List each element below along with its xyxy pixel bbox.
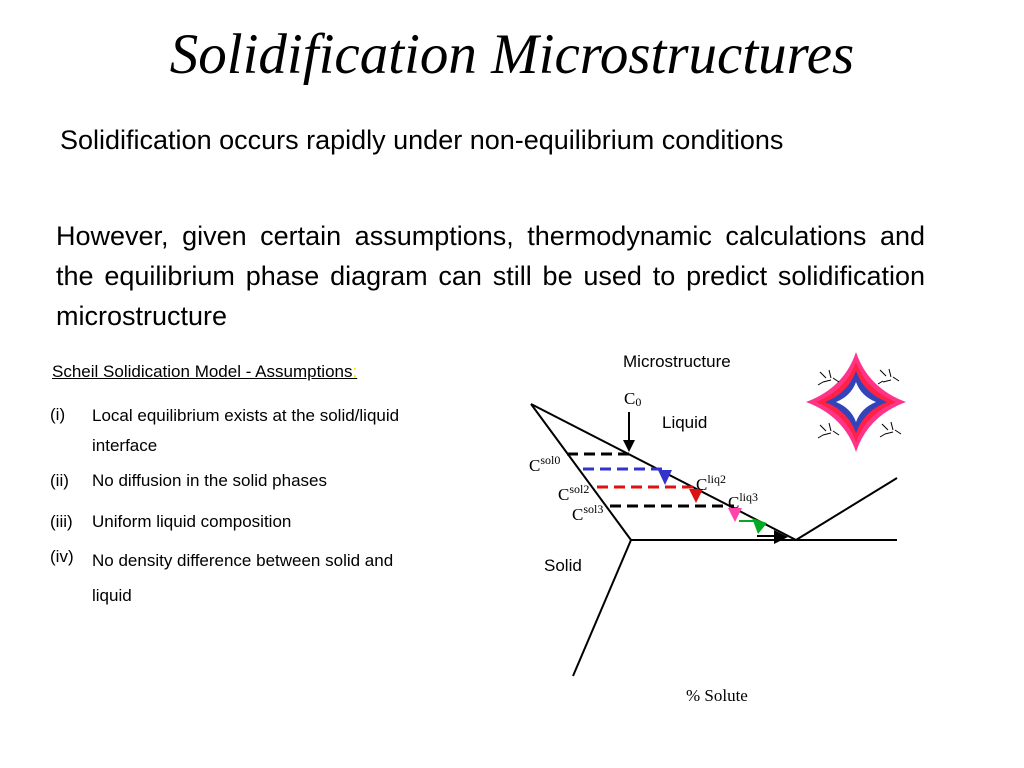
magenta-arrowhead <box>728 508 742 522</box>
right-liquidus-line <box>795 477 898 541</box>
c0-subscript: 0 <box>635 395 642 409</box>
csol0-superscript: sol0 <box>540 453 561 467</box>
c-symbol: C <box>696 475 708 494</box>
c0-label: C0 <box>624 389 641 410</box>
liquid-label: Liquid <box>662 413 708 432</box>
csol3-superscript: sol3 <box>583 502 604 516</box>
assumption-number: (iv) <box>50 547 74 566</box>
csol2-superscript: sol2 <box>569 482 590 496</box>
x-axis-label: % Solute <box>686 686 748 705</box>
assumption-text: Local equilibrium exists at the solid/li… <box>92 406 400 455</box>
cliq2-label: Cliq2 <box>696 472 726 495</box>
c-symbol: C <box>624 389 636 408</box>
green-arrowhead <box>752 518 767 534</box>
assumption-number: (ii) <box>50 471 69 490</box>
assumption-text: Uniform liquid composition <box>92 512 292 531</box>
c0-arrowhead <box>623 440 635 452</box>
blue-arrowhead <box>658 470 672 485</box>
eutectic-texture-icon <box>817 368 902 439</box>
scheil-heading: Scheil Solidication Model - Assumptions: <box>52 362 357 382</box>
c-symbol: C <box>529 456 541 475</box>
csol3-label: Csol3 <box>572 502 603 525</box>
assumption-text: No diffusion in the solid phases <box>92 471 328 490</box>
red-arrowhead <box>689 489 703 503</box>
slide-title: Solidification Microstructures <box>169 23 855 86</box>
solidus-line <box>530 403 632 541</box>
cliq2-superscript: liq2 <box>707 472 727 486</box>
crystal-icon <box>806 352 906 452</box>
csol2-label: Csol2 <box>558 482 589 505</box>
c-symbol: C <box>558 485 570 504</box>
scheil-heading-text: Scheil Solidication Model - Assumptions <box>52 362 353 381</box>
c-symbol: C <box>728 493 740 512</box>
assumptions-paragraph: However, given certain assumptions, ther… <box>56 221 925 331</box>
microstructure-label: Microstructure <box>623 352 731 371</box>
cliq3-superscript: liq3 <box>739 490 759 504</box>
intro-paragraph: Solidification occurs rapidly under non-… <box>60 125 784 155</box>
eutectic-arrowhead <box>774 530 788 544</box>
solvus-line <box>572 539 632 677</box>
scheil-heading-colon: : <box>352 362 358 381</box>
assumption-number: (iii) <box>50 512 73 531</box>
assumption-number: (i) <box>50 405 66 424</box>
c-symbol: C <box>572 505 584 524</box>
solid-label: Solid <box>544 556 582 575</box>
csol0-label: Csol0 <box>529 453 560 476</box>
assumption-text: No density difference between solid and … <box>92 551 394 605</box>
cliq3-label: Cliq3 <box>728 490 758 513</box>
